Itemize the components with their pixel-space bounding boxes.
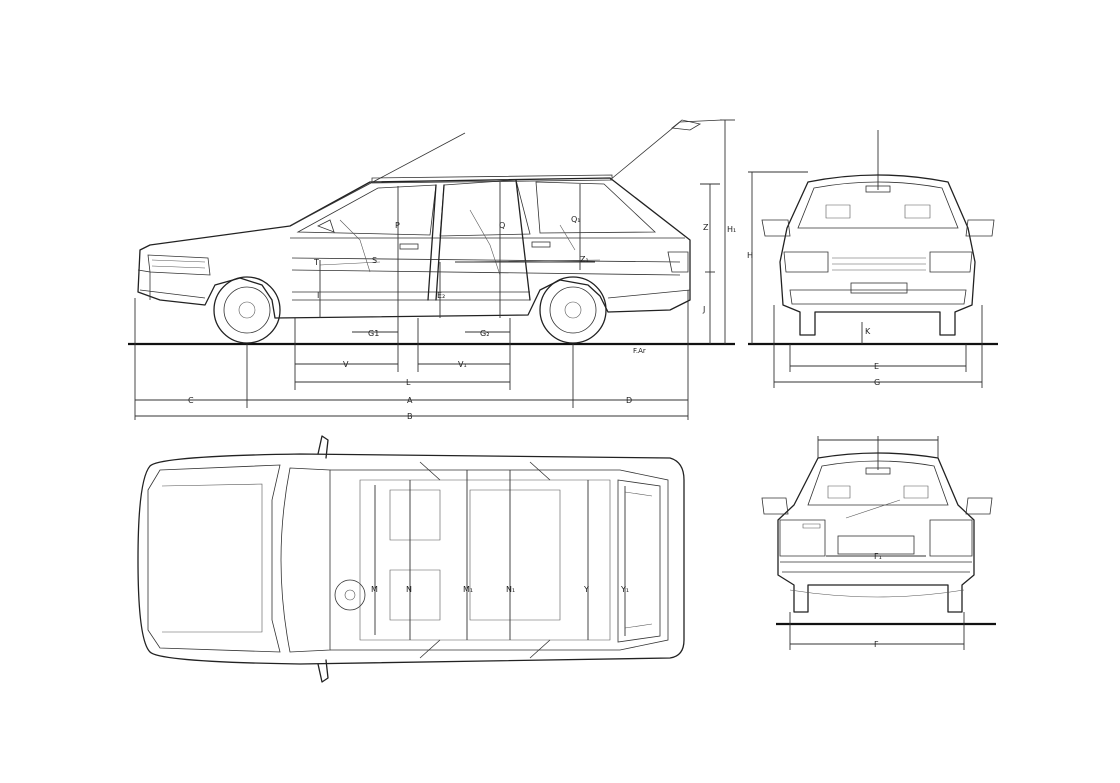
label-H1: H₁ (727, 225, 736, 234)
top-view: M N M₁ N₁ Y Y₁ (137, 435, 685, 683)
label-S: S (372, 256, 377, 265)
label-G2: G₂ (480, 329, 489, 338)
label-G1: G1 (368, 329, 379, 338)
label-L: L (406, 378, 411, 387)
label-N1: N₁ (506, 585, 515, 594)
label-D: D (626, 396, 632, 405)
label-B: B (407, 412, 413, 421)
label-Z1: Z₁ (580, 255, 589, 264)
label-T: T (313, 258, 319, 267)
side-view: P Q Q₁ T S Z₁ I E₂ G1 G₂ Z J H₁ F.Ar (128, 119, 736, 421)
label-Q1: Q₁ (571, 215, 581, 224)
label-H: H (747, 251, 753, 260)
label-M: M (371, 585, 378, 594)
front-view: H K E G (747, 130, 998, 388)
label-V: V (343, 360, 349, 369)
label-Q: Q (499, 221, 505, 230)
label-A: A (407, 396, 413, 405)
rear-view: F₁ F (761, 436, 996, 650)
label-N: N (406, 585, 412, 594)
label-K: K (865, 327, 871, 336)
label-J: J (702, 305, 705, 314)
label-C: C (188, 396, 194, 405)
label-E2-side: E₂ (437, 291, 445, 300)
rear-wheel (539, 276, 607, 344)
label-G: G (874, 378, 880, 387)
label-Z: Z (703, 223, 709, 232)
label-F: F (874, 640, 879, 649)
label-E: E (874, 362, 879, 371)
label-V1: V₁ (458, 360, 467, 369)
front-wheel (213, 276, 281, 344)
label-M1: M₁ (463, 585, 473, 594)
label-F1: F₁ (874, 552, 882, 561)
label-Y1: Y₁ (620, 585, 629, 594)
label-I: I (317, 291, 319, 300)
label-P: P (395, 221, 400, 230)
ground-note: F.Ar (633, 347, 646, 355)
label-Y: Y (583, 585, 589, 594)
